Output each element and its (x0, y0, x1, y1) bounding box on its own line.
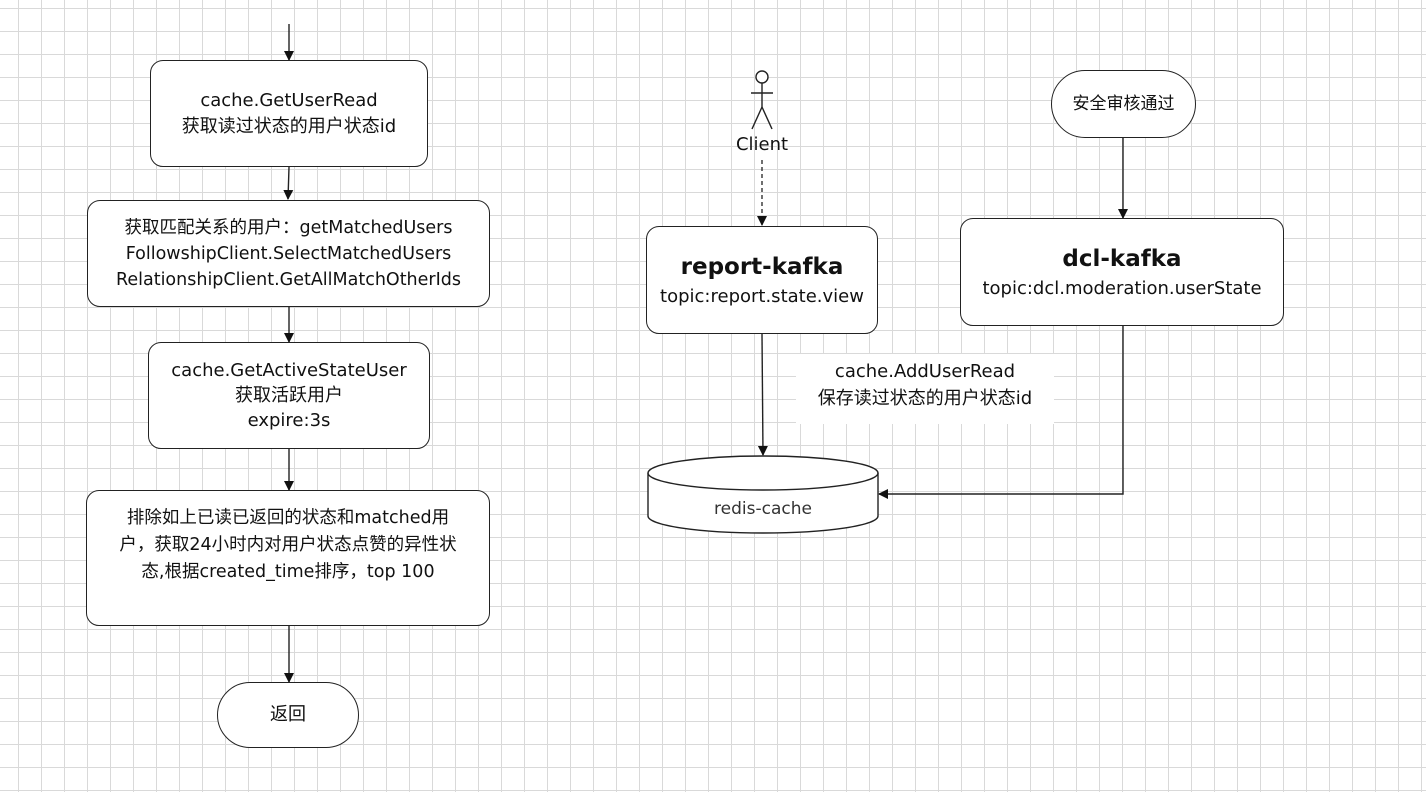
get-matched-users-line-3: RelationshipClient.GetAllMatchOtherIds (115, 269, 461, 290)
audit-passed-label: 安全审核通过 (1072, 94, 1175, 114)
get-active-state-user-line-3: expire:3s (247, 410, 331, 431)
report-kafka-topic: topic:report.state.view (660, 286, 864, 307)
add-user-read-label: cache.AddUserRead 保存读过状态的用户状态id (796, 354, 1054, 424)
client-label: Client (735, 134, 789, 155)
exclude-and-sort-line-1: 排除如上已读已返回的状态和matched用 (126, 508, 450, 528)
add-user-read-line-2: 保存读过状态的用户状态id (817, 388, 1033, 409)
exclude-and-sort-line-3: 态,根据created_time排序，top 100 (141, 562, 435, 582)
get-active-state-user-line-1: cache.GetActiveStateUser (171, 360, 407, 381)
report-kafka-node[interactable]: report-kafka topic:report.state.view (646, 226, 878, 334)
get-matched-users-line-2: FollowshipClient.SelectMatchedUsers (125, 243, 452, 264)
exclude-and-sort-line-2: 户，获取24小时内对用户状态点赞的异性状 (119, 535, 457, 555)
get-user-read-line-2: 获取读过状态的用户状态id (181, 115, 397, 137)
arrow-dcl-kafka-to-redis (878, 326, 1124, 499)
arrow-userread-to-matched (283, 166, 294, 200)
audit-passed-node[interactable]: 安全审核通过 (1051, 70, 1196, 138)
get-matched-users-node[interactable]: 获取匹配关系的用户：getMatchedUsers FollowshipClie… (87, 200, 490, 307)
get-active-state-user-line-2: 获取活跃用户 (235, 385, 343, 406)
get-user-read-node[interactable]: cache.GetUserRead 获取读过状态的用户状态id (150, 60, 428, 167)
add-user-read-line-1: cache.AddUserRead (834, 361, 1016, 382)
return-label: 返回 (270, 704, 306, 725)
exclude-and-sort-node[interactable]: 排除如上已读已返回的状态和matched用 户，获取24小时内对用户状态点赞的异… (86, 490, 490, 626)
return-node[interactable]: 返回 (217, 682, 359, 748)
get-active-state-user-node[interactable]: cache.GetActiveStateUser 获取活跃用户 expire:3… (148, 342, 430, 449)
redis-cache-label: redis-cache (714, 499, 812, 519)
client-actor-icon (751, 70, 773, 130)
dcl-kafka-title: dcl-kafka (1062, 246, 1182, 272)
arrow-report-kafka-to-redis (757, 333, 768, 456)
get-matched-users-line-1: 获取匹配关系的用户：getMatchedUsers (124, 217, 453, 238)
dcl-kafka-topic: topic:dcl.moderation.userState (982, 278, 1262, 299)
report-kafka-title: report-kafka (680, 254, 844, 280)
redis-cache-cylinder (647, 455, 879, 534)
dcl-kafka-node[interactable]: dcl-kafka topic:dcl.moderation.userState (960, 218, 1284, 326)
get-user-read-line-1: cache.GetUserRead (200, 89, 378, 111)
